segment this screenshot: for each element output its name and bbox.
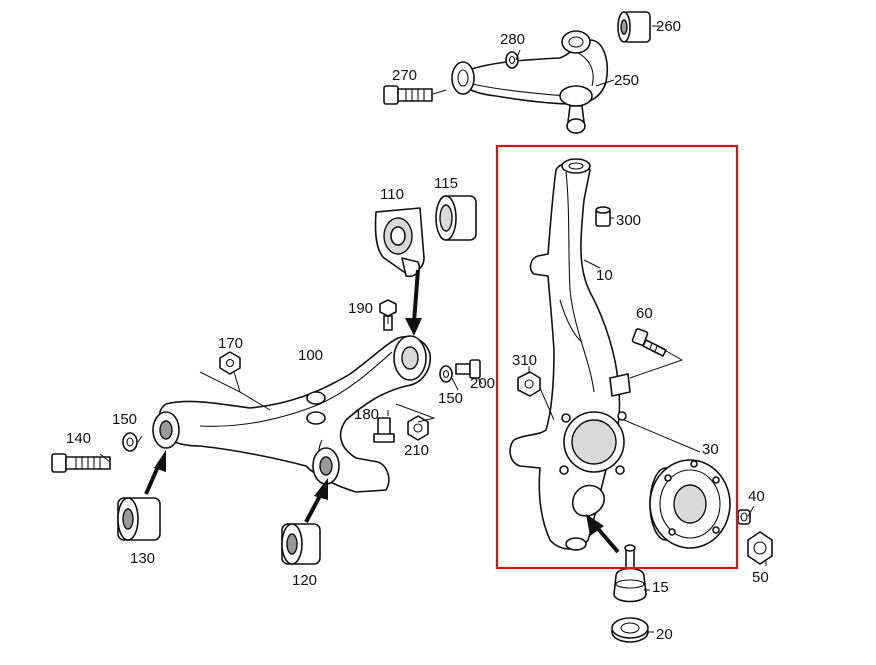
label-200: 200 (470, 375, 495, 392)
label-300: 300 (616, 212, 641, 229)
label-120: 120 (292, 572, 317, 589)
washer-150-left (122, 432, 138, 452)
nut-190 (379, 299, 397, 331)
label-15: 15 (652, 579, 669, 596)
wheel-hub-30 (649, 459, 731, 549)
label-60: 60 (636, 305, 653, 322)
nut-300 (595, 206, 611, 227)
bushing-115 (435, 195, 477, 241)
label-180: 180 (354, 406, 379, 423)
leader-lines (99, 25, 767, 633)
label-280: 280 (500, 31, 525, 48)
label-250: 250 (614, 72, 639, 89)
part-labels: 260 280 270 250 110 115 300 10 190 60 17… (66, 18, 769, 643)
bolt-180 (373, 417, 395, 443)
nut-310 (517, 371, 541, 397)
label-260: 260 (656, 18, 681, 35)
bolt-270 (383, 85, 433, 105)
retaining-ring-20 (611, 617, 649, 643)
bushing-260 (617, 11, 651, 43)
label-170: 170 (218, 335, 243, 352)
bracket-110 (374, 207, 425, 278)
bolt-140 (51, 453, 111, 473)
assembly-arrows (144, 269, 620, 554)
label-190: 190 (348, 300, 373, 317)
label-140: 140 (66, 430, 91, 447)
label-130: 130 (130, 550, 155, 567)
upper-control-arm-250 (451, 30, 608, 134)
label-115: 115 (434, 175, 458, 192)
label-210: 210 (404, 442, 429, 459)
ball-joint-15 (613, 544, 647, 603)
axle-nut-50 (747, 531, 773, 565)
label-40: 40 (748, 488, 765, 505)
steering-knuckle-10 (509, 158, 631, 551)
bolt-60 (631, 328, 667, 357)
label-100: 100 (298, 347, 323, 364)
bolt-200 (455, 359, 481, 379)
label-10: 10 (596, 267, 613, 284)
highlight-frame (495, 144, 739, 570)
bolt-40 (737, 509, 751, 525)
lower-control-arm-100 (152, 335, 431, 493)
label-50: 50 (752, 569, 769, 586)
washer-150-right (439, 365, 453, 383)
bushing-130 (117, 497, 161, 541)
label-150-right: 150 (438, 390, 463, 407)
bushing-120 (281, 523, 321, 565)
label-20: 20 (656, 626, 673, 643)
label-30: 30 (702, 441, 719, 458)
label-150-left: 150 (112, 411, 137, 428)
washer-280 (505, 51, 519, 69)
nut-170 (219, 351, 241, 375)
label-110: 110 (380, 186, 404, 203)
nut-210 (407, 415, 429, 441)
label-270: 270 (392, 67, 417, 84)
label-310: 310 (512, 352, 537, 369)
